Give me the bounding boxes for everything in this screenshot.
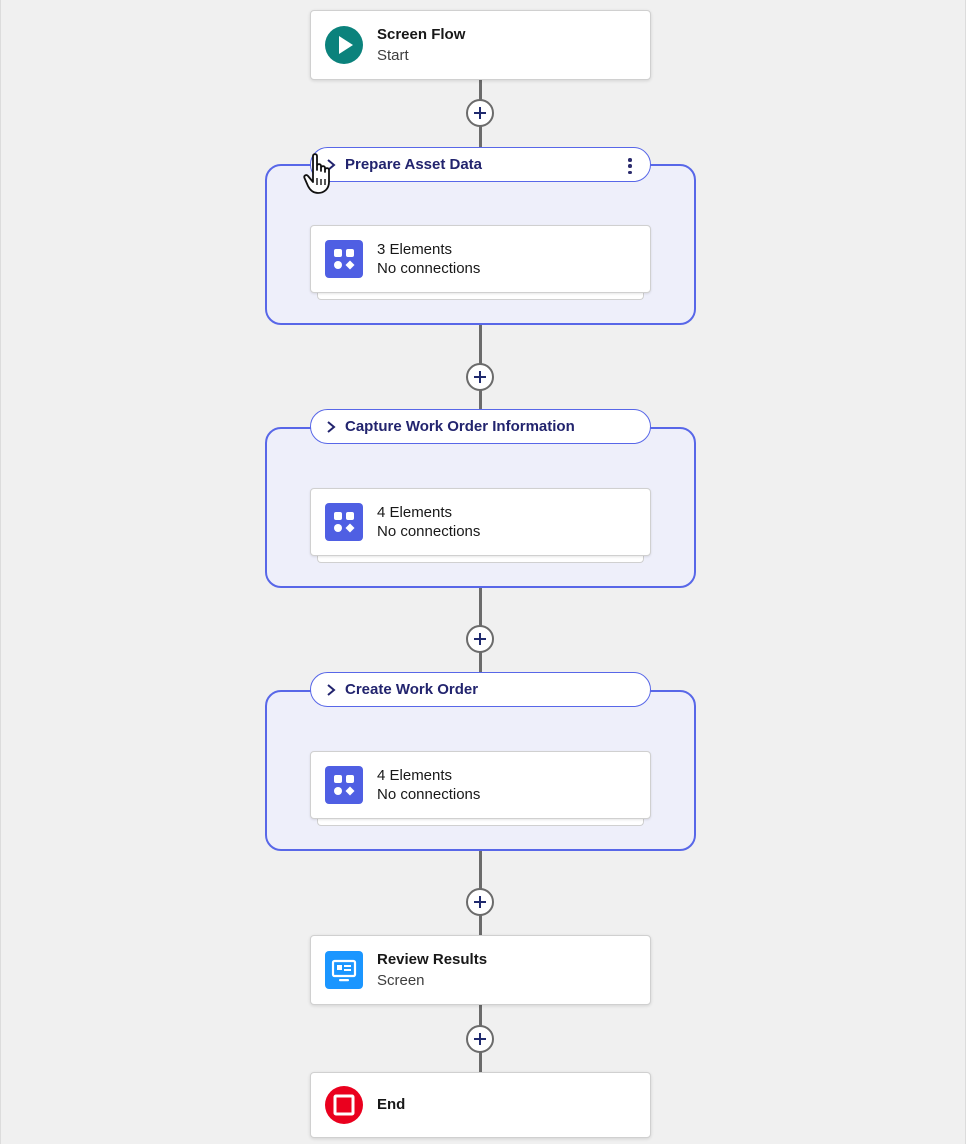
stage-connections: No connections	[377, 523, 481, 540]
stage-elements-count: 4 Elements	[377, 504, 453, 521]
stage-step-card[interactable]: 4 Elements No connections	[310, 751, 651, 819]
stop-icon	[325, 1086, 363, 1124]
stage-elements-icon	[325, 240, 363, 278]
screen-node-title: Review Results	[377, 950, 488, 968]
chevron-right-icon[interactable]	[323, 682, 339, 698]
stage-step-card[interactable]: 4 Elements No connections	[310, 488, 651, 556]
add-element-button[interactable]	[466, 363, 494, 391]
stage-step-card[interactable]: 3 Elements No connections	[310, 225, 651, 293]
plus-icon	[474, 1033, 486, 1045]
plus-icon	[474, 371, 486, 383]
stage-connections: No connections	[377, 786, 481, 803]
plus-icon	[474, 107, 486, 119]
screen-icon	[325, 951, 363, 989]
stage-elements-icon	[325, 503, 363, 541]
stage-connections: No connections	[377, 260, 481, 277]
end-node-title: End	[377, 1096, 406, 1113]
screen-node[interactable]: Review Results Screen	[310, 935, 651, 1005]
play-icon	[325, 26, 363, 64]
stage-elements-count: 3 Elements	[377, 241, 453, 258]
plus-icon	[474, 633, 486, 645]
stage-label: Prepare Asset Data	[345, 156, 483, 173]
stage-elements-count: 4 Elements	[377, 767, 453, 784]
start-node[interactable]: Screen Flow Start	[310, 10, 651, 80]
chevron-right-icon[interactable]	[323, 419, 339, 435]
start-node-title: Screen Flow	[377, 25, 466, 43]
add-element-button[interactable]	[466, 1025, 494, 1053]
add-element-button[interactable]	[466, 99, 494, 127]
stacked-card-shadow	[317, 555, 644, 563]
stage-label: Capture Work Order Information	[345, 418, 575, 435]
hand-pointer-cursor-icon	[303, 152, 337, 196]
more-options-icon[interactable]	[624, 157, 636, 175]
stage-header[interactable]: Capture Work Order Information	[310, 409, 651, 444]
plus-icon	[474, 896, 486, 908]
stacked-card-shadow	[317, 818, 644, 826]
stage-elements-icon	[325, 766, 363, 804]
add-element-button[interactable]	[466, 888, 494, 916]
chevron-right-icon[interactable]	[323, 157, 339, 173]
stage-label: Create Work Order	[345, 681, 479, 698]
end-node[interactable]: End	[310, 1072, 651, 1138]
stacked-card-shadow	[317, 292, 644, 300]
screen-node-subtitle: Screen	[377, 971, 425, 989]
stage-header[interactable]: Prepare Asset Data	[310, 147, 651, 182]
stage-header[interactable]: Create Work Order	[310, 672, 651, 707]
start-node-subtitle: Start	[377, 46, 409, 64]
add-element-button[interactable]	[466, 625, 494, 653]
